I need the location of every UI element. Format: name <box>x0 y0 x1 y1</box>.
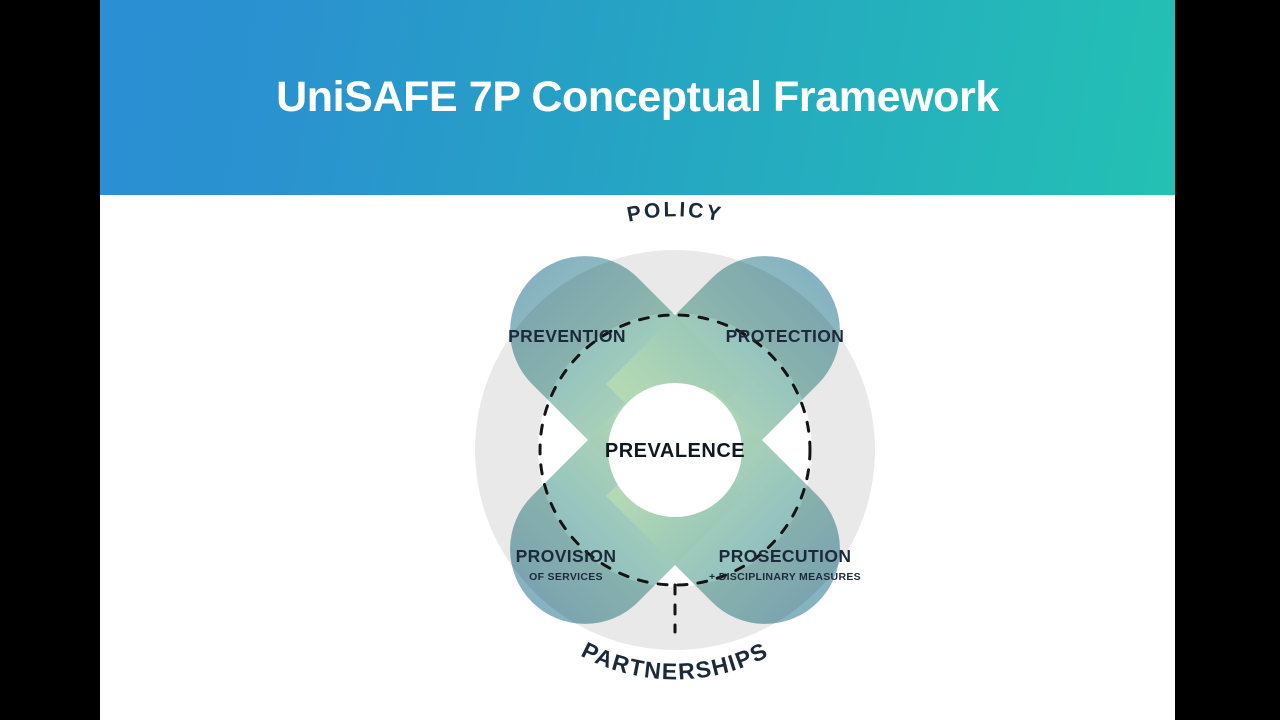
petal-label-prevention: PREVENTION <box>508 326 626 346</box>
petal-label-protection: PROTECTION <box>726 326 845 346</box>
arc-label-policy-path: POLICY <box>625 198 722 226</box>
petal-label-provision: PROVISION <box>516 546 617 566</box>
center-circle <box>608 383 742 517</box>
arc-label-policy: POLICY <box>625 198 725 226</box>
framework-diagram: PREVENTION PROTECTION PROVISION OF SERVI… <box>475 198 875 685</box>
petal-sublabel-provision: OF SERVICES <box>529 571 603 583</box>
slide-header: UniSAFE 7P Conceptual Framework <box>100 0 1175 195</box>
dashed-inner-circle <box>538 313 812 587</box>
diagram-container: PREVENTION PROTECTION PROVISION OF SERVI… <box>100 195 1175 720</box>
letterbox-bar-right <box>1175 0 1280 720</box>
petal-label-prosecution: PROSECUTION <box>719 546 852 566</box>
slide-canvas: UniSAFE 7P Conceptual Framework <box>100 0 1175 720</box>
center-label-prevalence: PREVALENCE <box>605 440 745 462</box>
letterbox-bar-left <box>0 0 100 720</box>
page-title: UniSAFE 7P Conceptual Framework <box>276 73 999 121</box>
petal-sublabel-prosecution: + DISCIPLINARY MEASURES <box>709 571 861 583</box>
